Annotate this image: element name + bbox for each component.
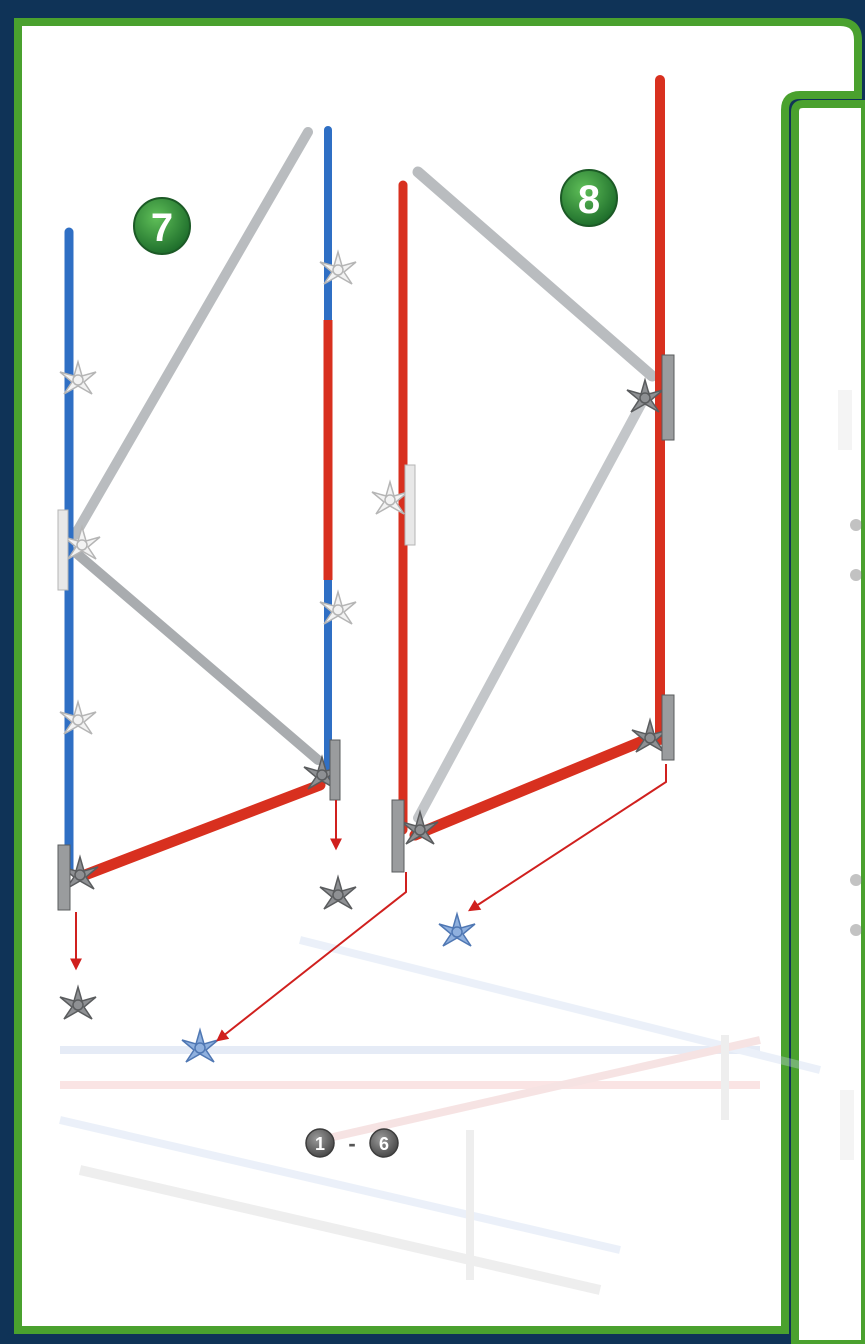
gray-clip xyxy=(662,695,674,760)
gray-clip xyxy=(58,845,70,910)
range-dash: - xyxy=(348,1131,355,1156)
step7-badge: 7 xyxy=(134,198,190,254)
step8-number: 8 xyxy=(578,178,600,222)
gray-clip xyxy=(392,800,404,872)
step7-number: 7 xyxy=(151,206,173,250)
steps-range-label: 1 - 6 xyxy=(306,1129,398,1157)
white-clip xyxy=(405,465,415,545)
gray-clip xyxy=(662,355,674,440)
next-panel xyxy=(795,104,865,1344)
gray-clip xyxy=(330,740,340,800)
range-from: 1 xyxy=(315,1134,325,1154)
step8-badge: 8 xyxy=(561,170,617,226)
range-to: 6 xyxy=(379,1134,389,1154)
white-clip xyxy=(58,510,68,590)
